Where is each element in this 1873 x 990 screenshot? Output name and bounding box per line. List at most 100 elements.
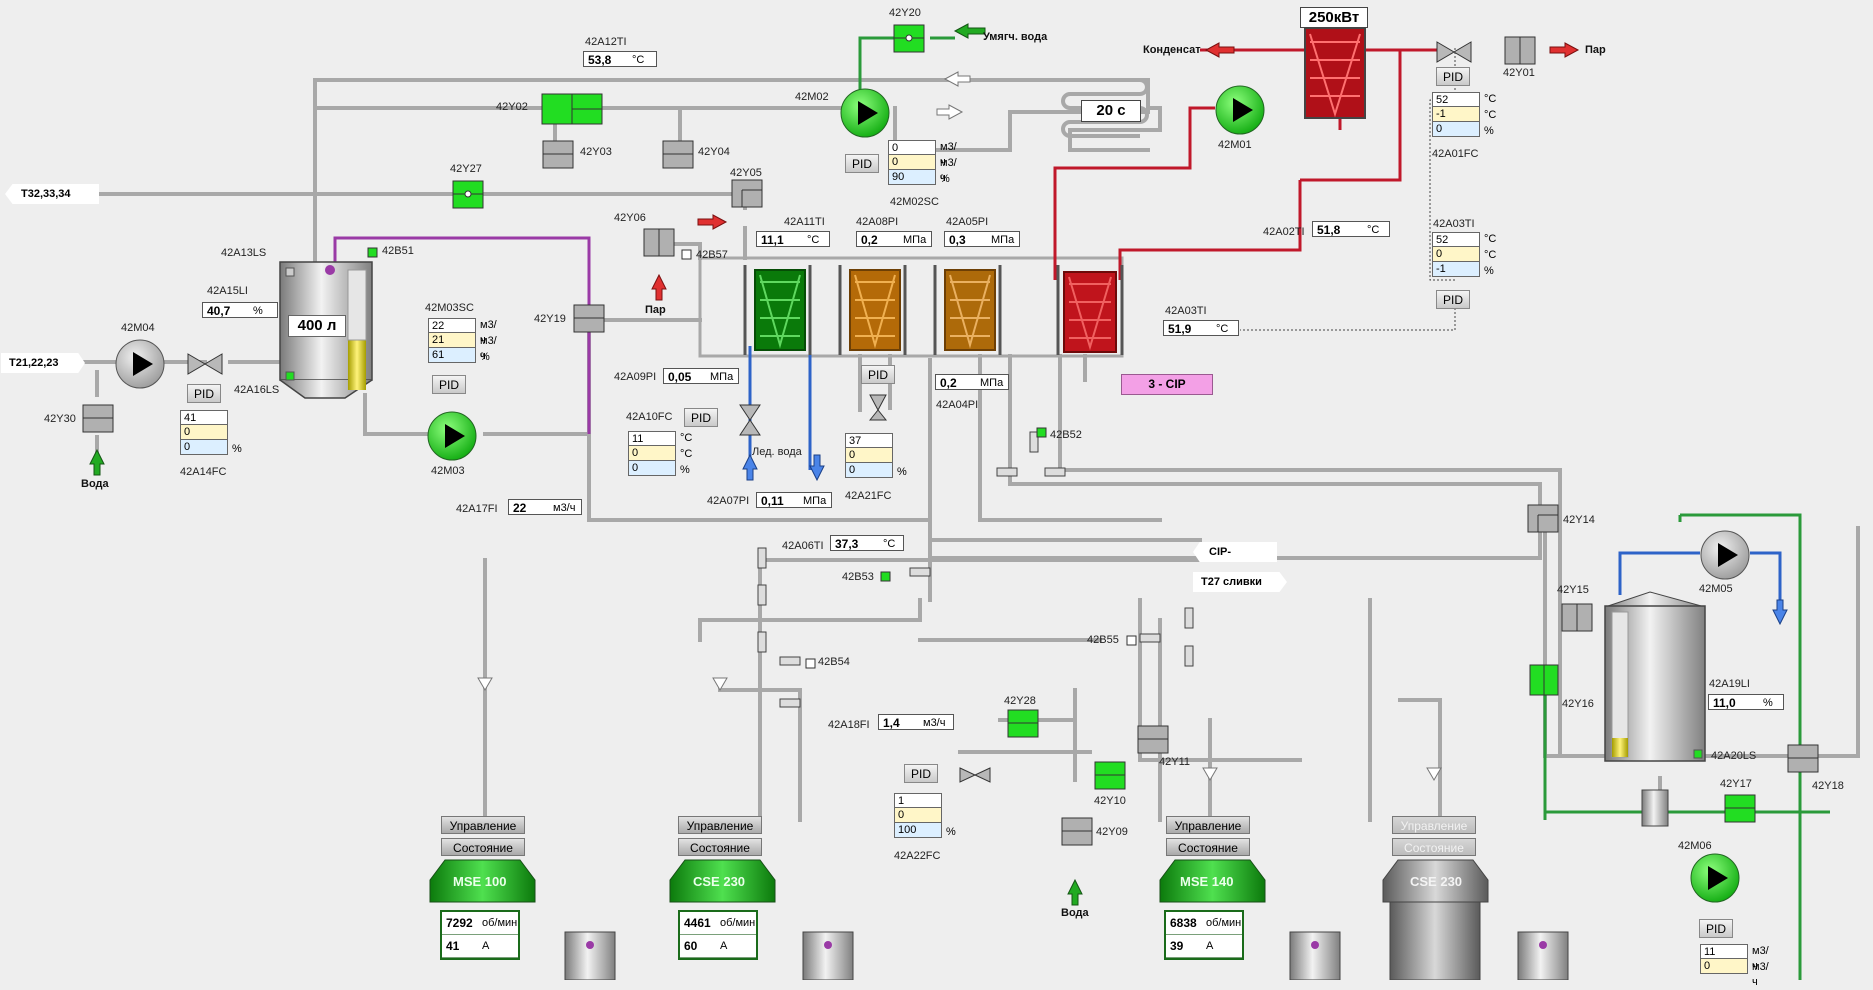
pipe-tag-cip-minus[interactable]: CIP- <box>1193 542 1277 562</box>
valve-42Y27-icon[interactable] <box>452 180 484 209</box>
valve-42Y18-icon[interactable] <box>1787 744 1819 773</box>
pid-button-42A01FC[interactable]: PID <box>1436 67 1470 86</box>
control-valve-icon[interactable] <box>187 41 1472 783</box>
tank-volume: 400 л <box>288 315 346 337</box>
pid-button-42M03[interactable]: PID <box>432 375 466 394</box>
pid-button-42A21FC[interactable]: PID <box>861 365 895 384</box>
label-42A11TI: 42A11TI <box>784 216 825 228</box>
label-42Y11: 42Y11 <box>1159 756 1190 768</box>
valve-42Y17-icon[interactable] <box>1724 794 1756 823</box>
label-voda-2: Вода <box>1061 907 1089 919</box>
pipe-tag-t32[interactable]: Т32,33,34 <box>5 184 99 204</box>
pump-42M01-icon[interactable] <box>1215 85 1265 135</box>
label-42Y05: 42Y05 <box>730 167 762 179</box>
label-42A16LS: 42A16LS <box>234 384 280 396</box>
valve-42Y19-icon[interactable] <box>573 304 605 333</box>
label-42Y10: 42Y10 <box>1094 795 1126 807</box>
valve-42Y11-icon[interactable] <box>1137 725 1169 754</box>
label-42A22FC: 42A22FC <box>894 850 941 862</box>
value-42A02TI: 51,8°C <box>1312 221 1390 237</box>
label-42A06TI: 42A06TI <box>782 540 824 552</box>
pid-button-42M06[interactable]: PID <box>1699 919 1733 938</box>
valve-42Y16-icon[interactable] <box>1529 664 1559 696</box>
label-42A10FC: 42A10FC <box>626 411 673 423</box>
valve-42Y01-icon[interactable] <box>1504 36 1536 65</box>
label-42Y09: 42Y09 <box>1096 826 1128 838</box>
valve-42Y10-icon[interactable] <box>1094 761 1126 790</box>
pid-button-42A03FC[interactable]: PID <box>1436 290 1470 309</box>
label-42Y17: 42Y17 <box>1720 778 1752 790</box>
label-42Y06: 42Y06 <box>614 212 646 224</box>
label-42M04: 42M04 <box>121 322 155 334</box>
pid-button-42A14FC[interactable]: PID <box>187 384 221 403</box>
pipe-tag-t21[interactable]: Т21,22,23 <box>1 353 85 373</box>
label-42M03: 42M03 <box>431 465 465 477</box>
label-42A21FC: 42A21FC <box>845 490 892 502</box>
label-par-2: Пар <box>645 304 666 316</box>
control-button[interactable]: Управление <box>678 816 762 834</box>
label-42M06: 42M06 <box>1678 840 1712 852</box>
label-42Y27: 42Y27 <box>450 163 482 175</box>
label-42Y20: 42Y20 <box>889 7 921 19</box>
separator-name: CSE 230 <box>1410 874 1463 889</box>
label-42Y30: 42Y30 <box>44 413 76 425</box>
holding-timer: 20 с <box>1081 100 1141 122</box>
label-42A08PI: 42A08PI <box>856 216 899 228</box>
label-42A13LS: 42A13LS <box>221 247 267 259</box>
label-42A01FC: 42A01FC <box>1432 148 1479 160</box>
label-42A15LI: 42A15LI <box>207 285 248 297</box>
label-umyagch: Умягч. вода <box>983 31 1048 43</box>
label-42M05: 42M05 <box>1699 583 1733 595</box>
pump-42M02-icon[interactable] <box>840 88 890 138</box>
control-button[interactable]: Управление <box>1392 816 1476 834</box>
state-button[interactable]: Состояние <box>1166 838 1250 856</box>
pump-42M05-icon[interactable] <box>1700 530 1750 580</box>
label-42Y01: 42Y01 <box>1503 67 1535 79</box>
cip-program-badge[interactable]: 3 - CIP <box>1121 374 1213 395</box>
label-42Y04: 42Y04 <box>698 146 730 158</box>
label-42B54: 42B54 <box>818 656 850 668</box>
value-42A03TI: 51,9°C <box>1163 320 1239 336</box>
valve-42Y09-icon[interactable] <box>1061 817 1093 846</box>
valve-42Y06-icon[interactable] <box>643 228 675 257</box>
label-42M01: 42M01 <box>1218 139 1252 151</box>
pump-42M03-icon[interactable] <box>427 411 477 461</box>
label-42B53: 42B53 <box>842 571 874 583</box>
label-42Y14: 42Y14 <box>1563 514 1595 526</box>
valve-42Y15-icon[interactable] <box>1561 603 1593 632</box>
control-button[interactable]: Управление <box>1166 816 1250 834</box>
label-42A07PI: 42A07PI <box>707 495 750 507</box>
pump-42M04-icon[interactable] <box>115 339 165 389</box>
label-42Y28: 42Y28 <box>1004 695 1036 707</box>
value-42A11TI: 11,1°C <box>756 231 830 247</box>
pid-button-42A22FC[interactable]: PID <box>904 764 938 783</box>
valve-42Y02-icon[interactable] <box>541 93 603 125</box>
pump-42M06-icon[interactable] <box>1690 853 1740 903</box>
valve-42Y05-icon[interactable] <box>731 179 763 208</box>
valve-42Y14-icon[interactable] <box>1527 504 1559 533</box>
state-button[interactable]: Состояние <box>1392 838 1476 856</box>
state-button[interactable]: Состояние <box>441 838 525 856</box>
valve-42Y30-icon[interactable] <box>82 404 114 433</box>
pipe-tag-t27[interactable]: Т27 сливки <box>1193 572 1287 592</box>
valve-42Y03-icon[interactable] <box>542 140 574 169</box>
label-42M03SC: 42M03SC <box>425 302 474 314</box>
valve-42Y28-icon[interactable] <box>1007 709 1039 738</box>
valve-42Y20-icon[interactable] <box>893 24 925 53</box>
label-42B55: 42B55 <box>1087 634 1119 646</box>
state-button[interactable]: Состояние <box>678 838 762 856</box>
valve-42Y04-icon[interactable] <box>662 140 694 169</box>
pid-button-42M02[interactable]: PID <box>845 154 879 173</box>
control-button[interactable]: Управление <box>441 816 525 834</box>
pid-button-42A10FC[interactable]: PID <box>684 408 718 427</box>
label-42A02TI: 42A02TI <box>1263 226 1305 238</box>
